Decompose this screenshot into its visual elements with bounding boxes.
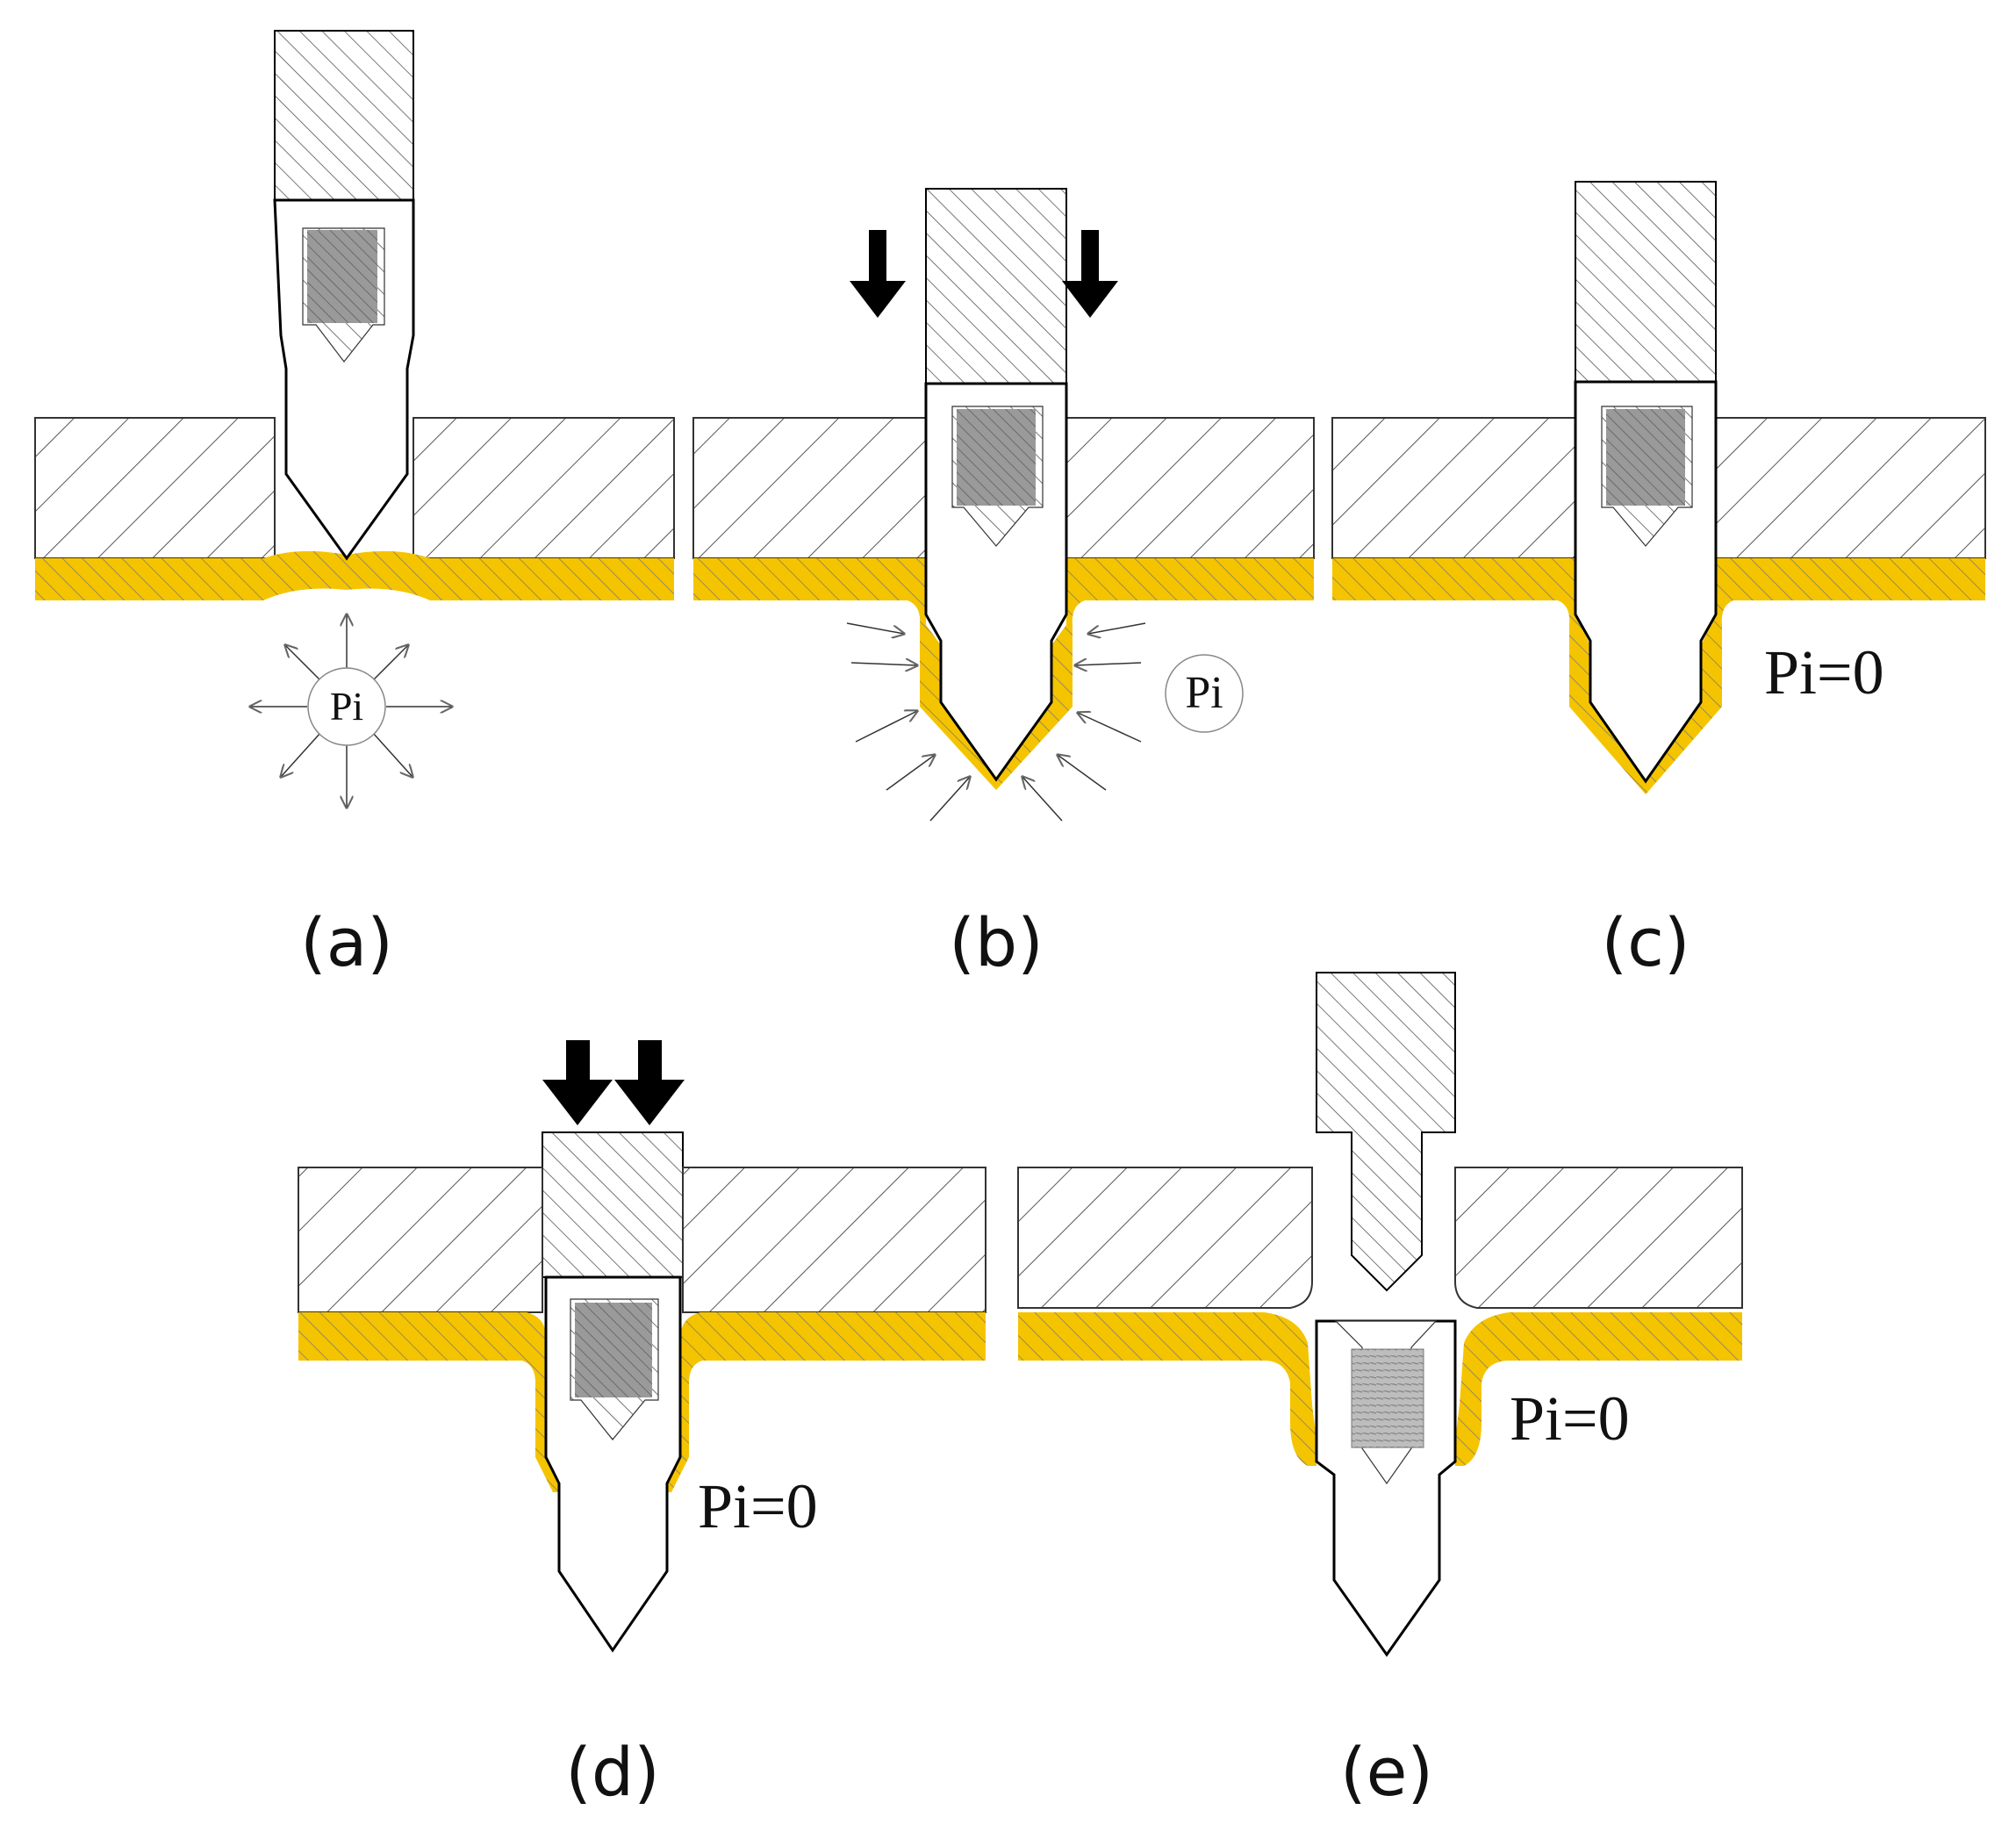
panel-c: Pi=0 (c) <box>1331 181 1986 981</box>
punch-d <box>542 1131 684 1278</box>
sheet-d <box>298 1312 986 1492</box>
punch-b <box>925 188 1067 384</box>
thread-core-b <box>957 409 1036 506</box>
die-left-b <box>692 417 927 559</box>
sheet-a <box>35 550 674 600</box>
panel-b: Pi (b) <box>692 188 1315 981</box>
sheet-c <box>1332 558 1985 794</box>
pressure-arrows-b <box>846 622 1146 822</box>
punch-c <box>1575 181 1717 383</box>
punch-a <box>274 30 414 201</box>
die-right-b <box>1065 417 1315 559</box>
down-arrow-left-b <box>850 230 906 318</box>
die-right-d <box>682 1167 986 1313</box>
die-left-d <box>298 1167 543 1313</box>
die-left-c <box>1331 417 1576 559</box>
pressure-label-a: Pi <box>330 684 363 729</box>
thread-core-c <box>1606 409 1685 506</box>
panel-e: Pi=0 (e) <box>1017 972 1743 1811</box>
pressure-circle-a <box>307 667 386 746</box>
die-right-e <box>1454 1167 1743 1309</box>
pressure-label-c: Pi=0 <box>1764 637 1884 708</box>
thread-core-d <box>575 1303 652 1397</box>
down-arrow-right-d <box>614 1040 685 1125</box>
panel-label-e: (e) <box>1340 1733 1433 1811</box>
down-arrow-left-d <box>542 1040 613 1125</box>
down-arrow-right-b <box>1062 230 1118 318</box>
die-left-a <box>34 417 276 559</box>
sheet-b <box>693 558 1314 790</box>
die-right-a <box>413 417 675 559</box>
ejector-punch-e <box>1316 972 1456 1292</box>
panel-a: Pi (a) <box>34 30 675 981</box>
pressure-circle-b <box>1165 654 1244 733</box>
panel-label-b: (b) <box>949 903 1044 981</box>
panel-label-a: (a) <box>300 903 393 981</box>
panel-d: Pi=0 (d) <box>298 1040 986 1811</box>
pressure-label-e: Pi=0 <box>1510 1383 1630 1454</box>
pressure-label-d: Pi=0 <box>698 1471 818 1541</box>
die-left-e <box>1017 1167 1313 1309</box>
thread-core-a <box>307 230 377 323</box>
panel-label-c: (c) <box>1601 903 1690 981</box>
die-right-c <box>1715 417 1986 559</box>
pressure-arrows-a <box>250 614 452 808</box>
panel-label-d: (d) <box>565 1733 660 1811</box>
thread-core-e <box>1351 1348 1424 1448</box>
sheet-e <box>1018 1312 1742 1466</box>
pressure-label-b: Pi <box>1185 668 1223 718</box>
